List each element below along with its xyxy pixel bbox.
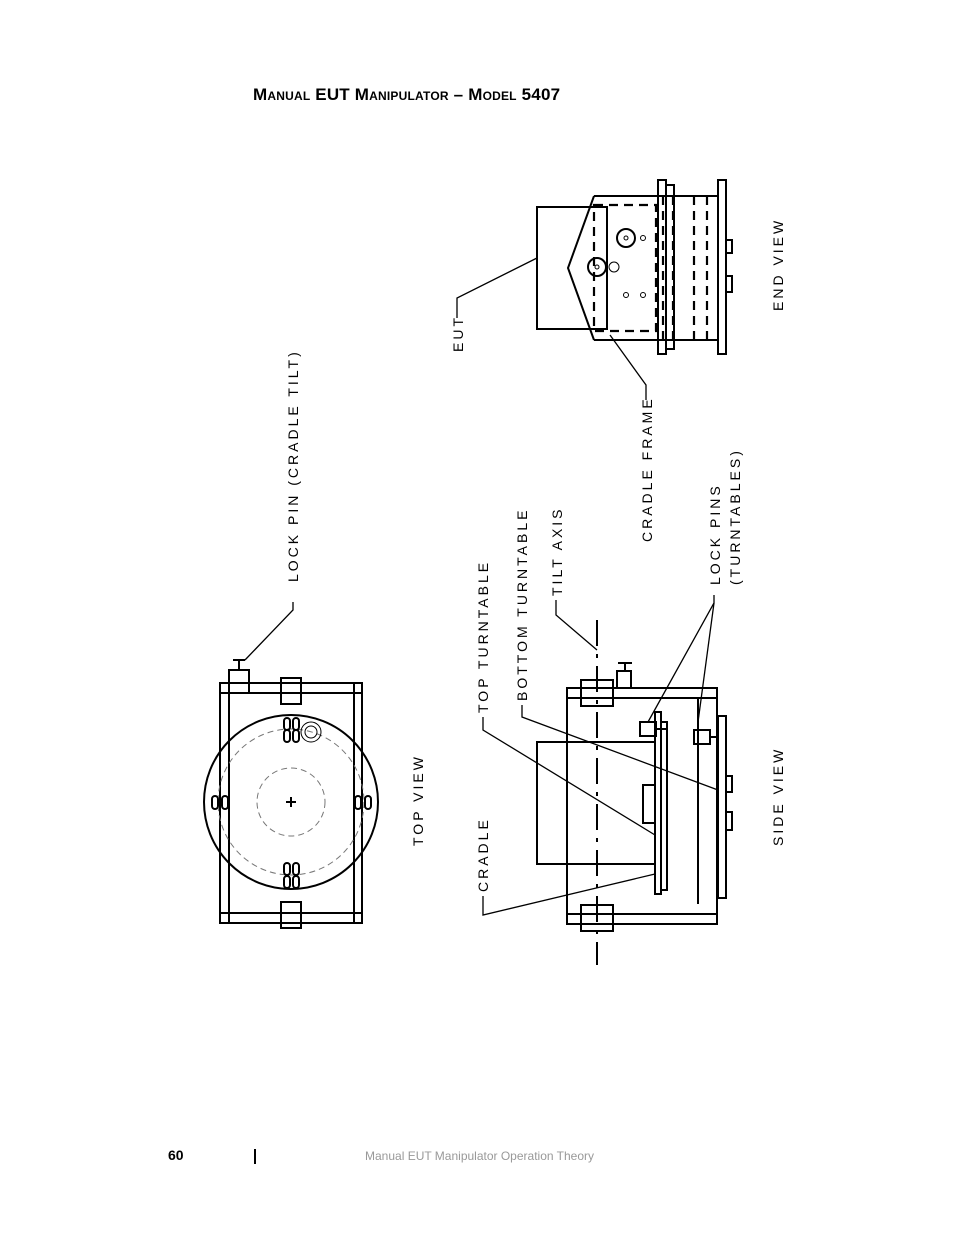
- bottom-turntable-label: BOTTOM TURNTABLE: [514, 508, 530, 701]
- side-view-drawing: [482, 595, 733, 965]
- turntables-label: (TURNTABLES): [727, 448, 743, 585]
- tilt-axis-label: TILT AXIS: [549, 506, 565, 596]
- cradle-label: CRADLE: [475, 817, 491, 892]
- page-title: Manual EUT Manipulator – Model 5407: [253, 85, 561, 104]
- lock-pin-cradle-tilt-label: LOCK PIN (CRADLE TILT): [285, 349, 301, 582]
- side-view-label: SIDE VIEW: [770, 747, 786, 846]
- cradle-frame-label: CRADLE FRAME: [639, 396, 655, 542]
- top-turntable-label: TOP TURNTABLE: [475, 560, 491, 713]
- footer-text: Manual EUT Manipulator Operation Theory: [365, 1149, 595, 1163]
- eut-label: EUT: [450, 315, 466, 352]
- top-view-drawing: [203, 602, 379, 929]
- end-view-drawing: [456, 179, 733, 400]
- top-view-label: TOP VIEW: [410, 754, 426, 846]
- end-view-label: END VIEW: [770, 218, 786, 311]
- lock-pins-label: LOCK PINS: [707, 483, 723, 585]
- footer-divider: [254, 1149, 256, 1164]
- page-number: 60: [168, 1147, 184, 1163]
